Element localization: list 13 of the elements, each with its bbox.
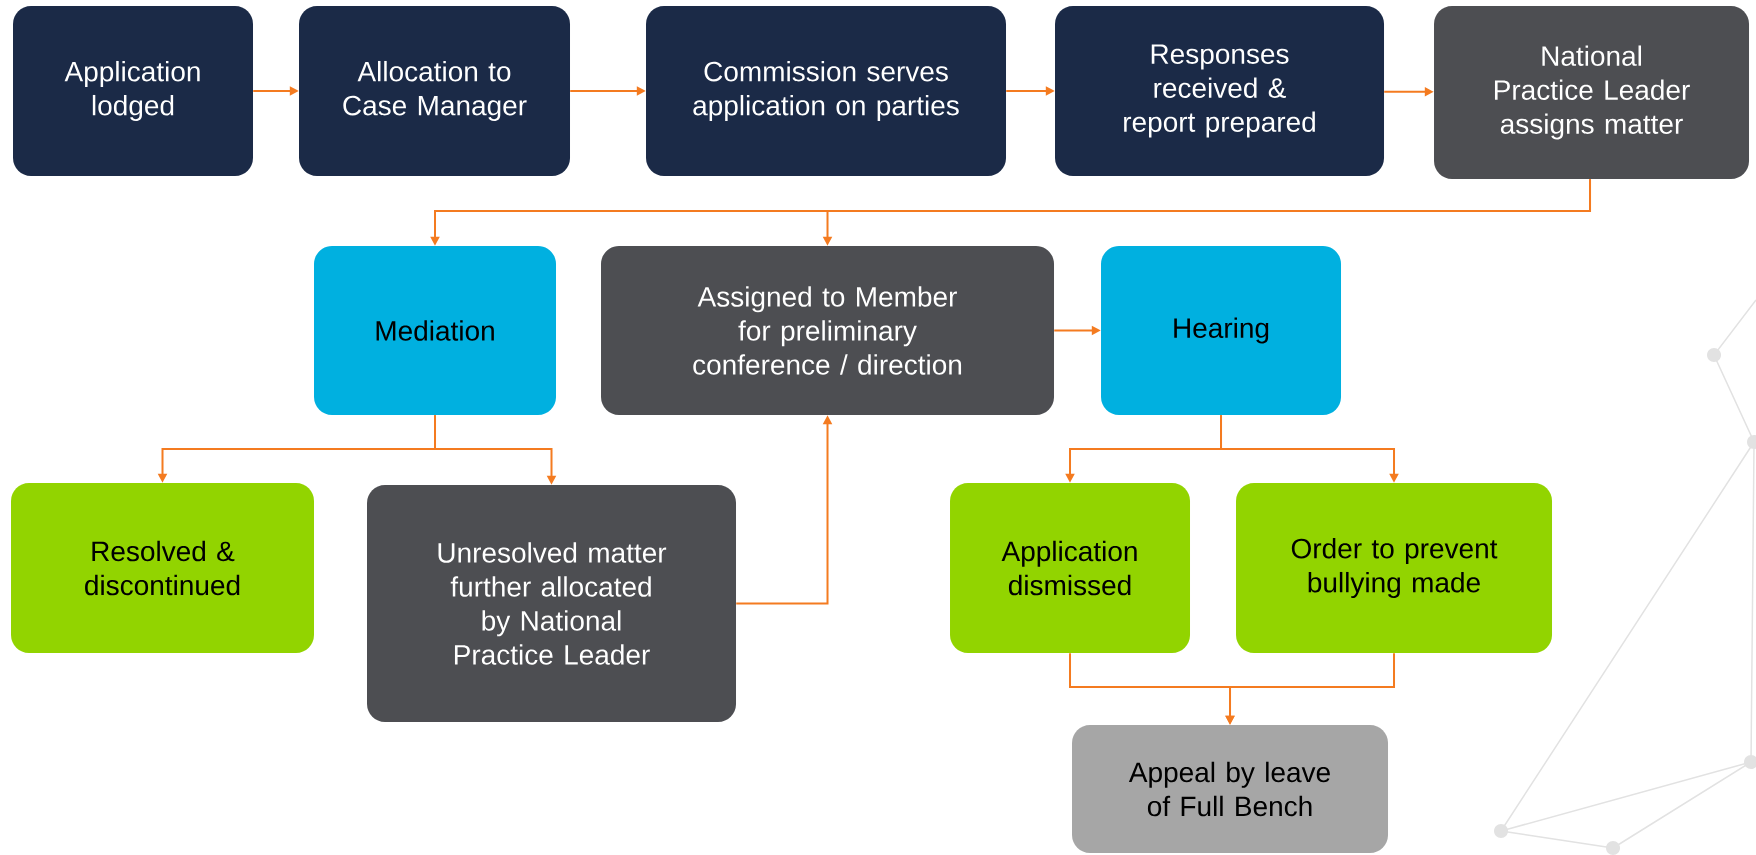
process-box: Allocation to Case Manager: [299, 6, 570, 176]
process-box: Responses received & report prepared: [1055, 6, 1384, 176]
process-box: Application dismissed: [950, 483, 1190, 653]
process-box: Order to prevent bullying made: [1236, 483, 1552, 653]
process-box: Commission serves application on parties: [646, 6, 1006, 176]
process-box: Assigned to Member for preliminary conference / direction: [601, 246, 1054, 415]
process-box: Resolved & discontinued: [11, 483, 314, 653]
process-box: Mediation: [314, 246, 556, 415]
process-box: Hearing: [1101, 246, 1341, 415]
process-box: National Practice Leader assigns matter: [1434, 6, 1749, 179]
process-box: Appeal by leave of Full Bench: [1072, 725, 1388, 853]
process-box: Application lodged: [13, 6, 253, 176]
process-box: Unresolved matter further allocated by National Practice Leader: [367, 485, 736, 722]
